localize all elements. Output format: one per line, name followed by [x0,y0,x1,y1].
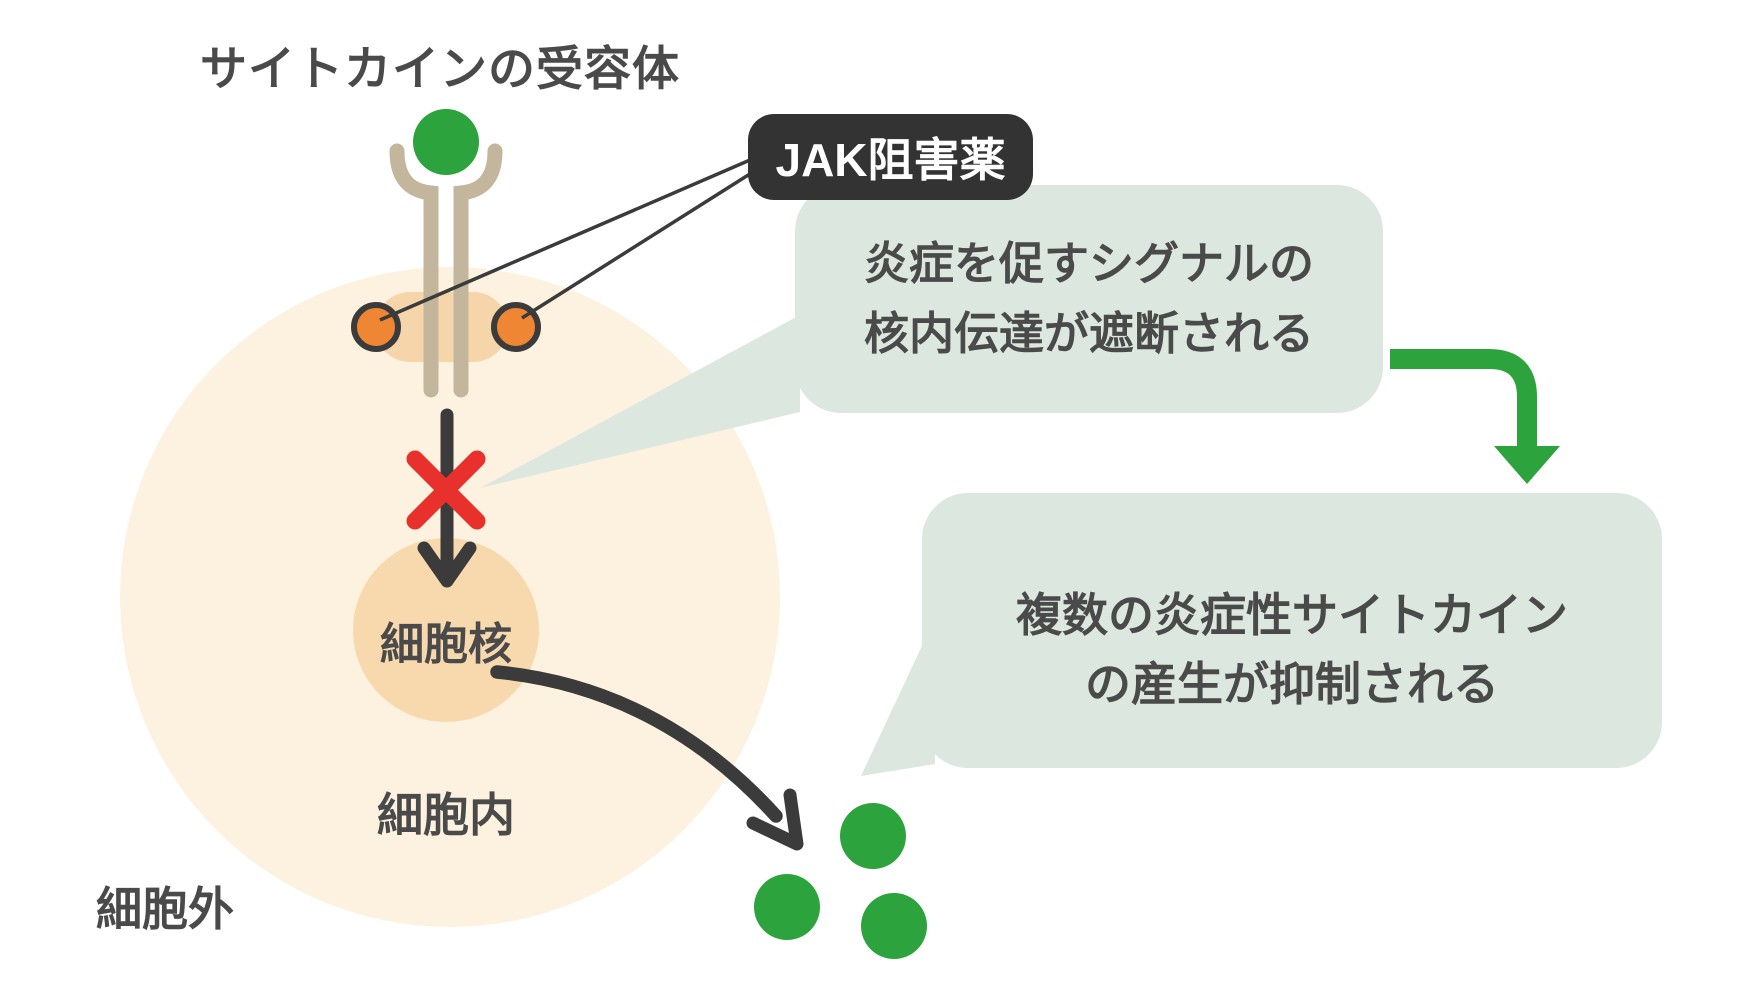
jak-pointer-line-left [379,158,751,322]
cytokine-receptor-title: サイトカインの受容体 [200,42,680,95]
cytokine-dot [840,803,906,869]
flow-arrow-head [1494,446,1560,484]
bubble-signal-blocked-line1: 炎症を促すシグナルの [863,238,1314,289]
bubble-production-suppressed-tail [861,618,935,776]
blocked-x-icon [406,450,486,530]
receptor-right-arm [453,143,503,398]
bubble-production-suppressed-line2: の産生が抑制される [1085,657,1499,710]
extracellular-label: 細胞外 [96,883,234,935]
jak-molecule-left-icon [351,302,401,352]
signal-arrow-head [417,541,477,588]
jak-inhibitor-label: JAK阻害薬 [748,114,1033,200]
bubble-signal-blocked-tail [480,315,800,488]
secretion-arrow-head [746,788,804,851]
cytokine-dot [861,893,927,959]
bubble-production-suppressed: 複数の炎症性サイトカイン の産生が抑制される [922,493,1662,768]
receptor-left-arm [389,143,439,398]
nucleus-label: 細胞核 [380,620,512,669]
bubble-signal-blocked-line2: 核内伝達が遮断される [863,308,1314,359]
secretion-curve-arrow [490,665,783,823]
bubble-signal-blocked: 炎症を促すシグナルの 核内伝達が遮断される [795,185,1383,413]
flow-arrow [1390,349,1537,450]
cytokine-ball-icon [413,109,479,175]
jak-pointer-line-right [521,170,754,320]
bubble-production-suppressed-line1: 複数の炎症性サイトカイン [1016,588,1568,641]
cytokine-dot [754,874,820,940]
intracellular-label: 細胞内 [377,789,515,841]
